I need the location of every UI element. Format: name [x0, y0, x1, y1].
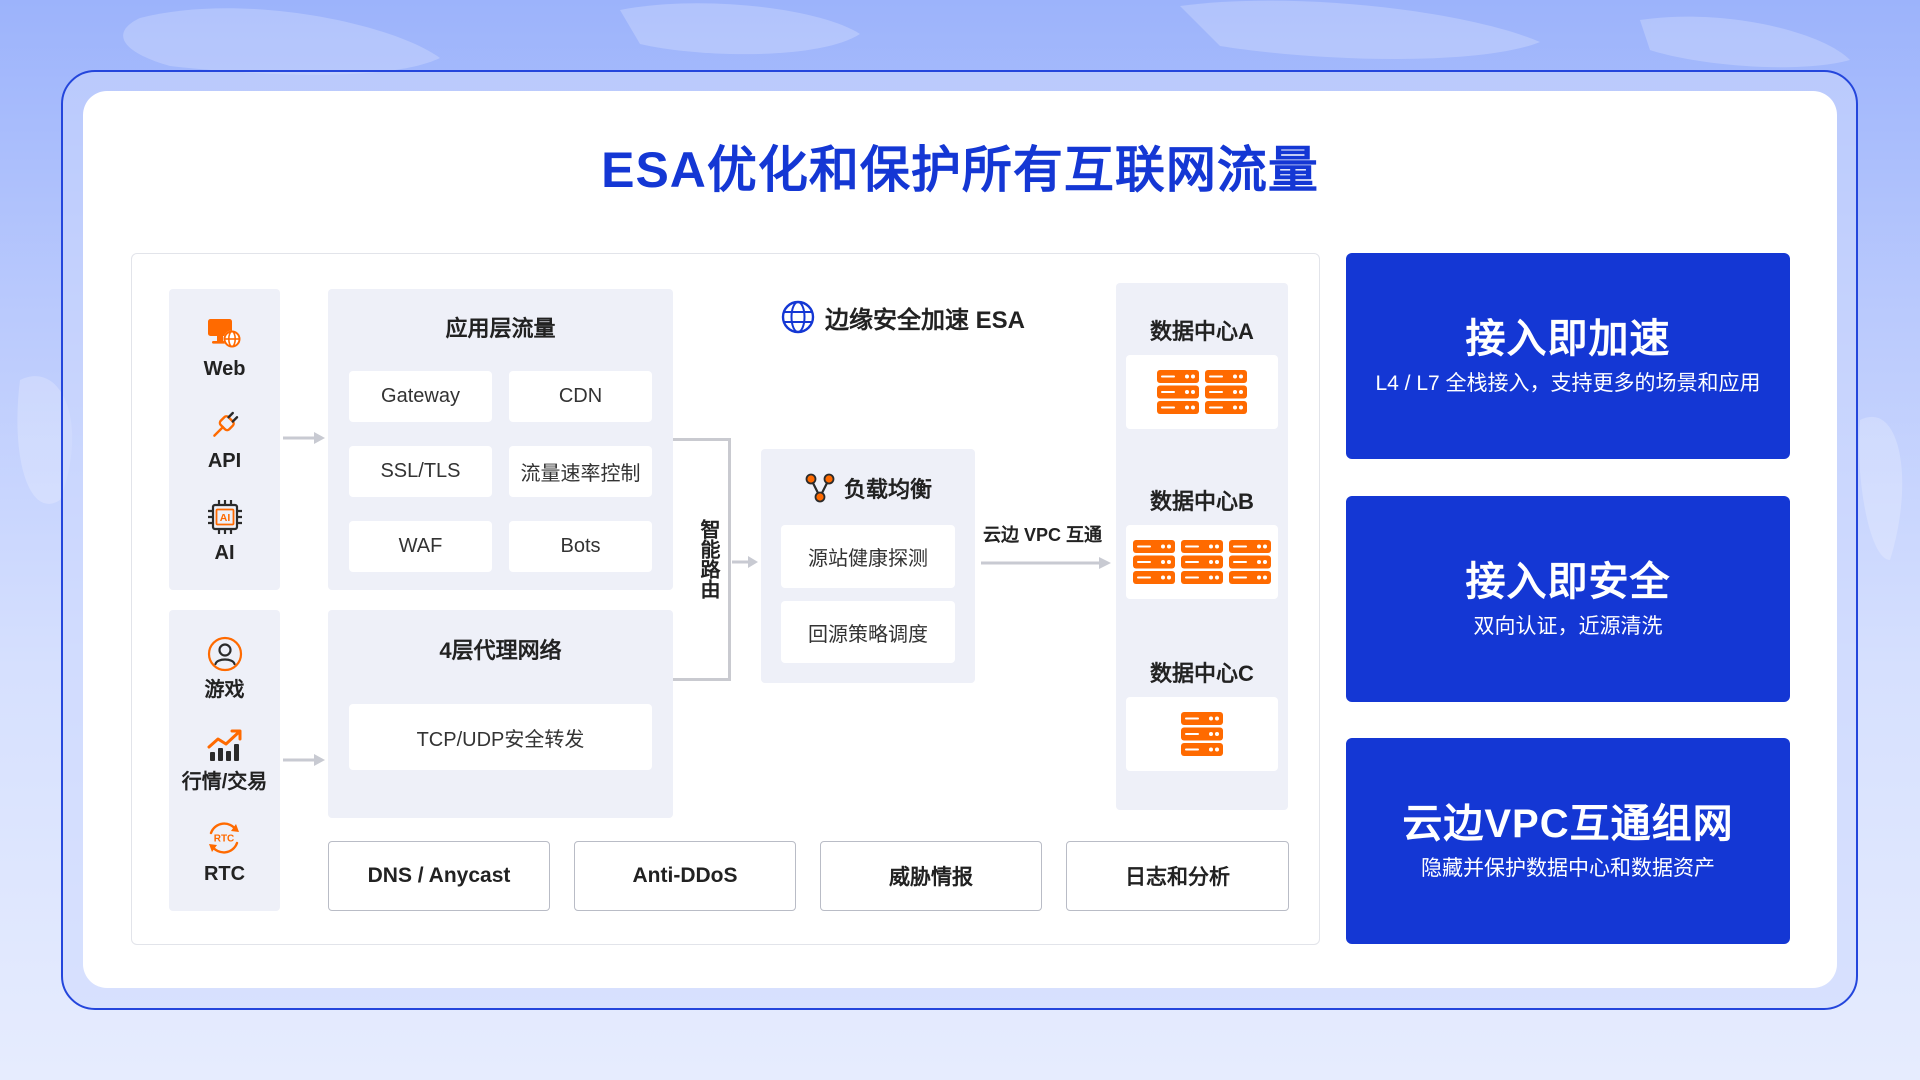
chip-health-check: 源站健康探测: [781, 525, 955, 588]
feature-subtitle: 隐藏并保护数据中心和数据资产: [1421, 857, 1715, 880]
esa-label: 边缘安全加速 ESA: [825, 306, 1026, 334]
client-web: Web: [203, 314, 246, 381]
service-dns-anycast: DNS / Anycast: [328, 841, 550, 911]
arrow-right-icon: [283, 754, 325, 766]
server-rack-icon: [1229, 540, 1271, 584]
rtc-icon-text: RTC: [214, 834, 235, 845]
smart-routing-label: 智能路由: [697, 519, 719, 599]
server-rack-icon: [1133, 540, 1175, 584]
feature-subtitle: L4 / L7 全栈接入，支持更多的场景和应用: [1375, 372, 1761, 395]
feature-card-vpc-network: 云边VPC互通组网 隐藏并保护数据中心和数据资产: [1346, 738, 1790, 944]
chip-tcp-udp-forwarding: TCP/UDP安全转发: [349, 704, 652, 770]
client-trading: 行情/交易: [181, 727, 268, 794]
page-title: ESA优化和保护所有互联网流量: [601, 142, 1319, 198]
feature-card-acceleration: 接入即加速 L4 / L7 全栈接入，支持更多的场景和应用: [1346, 253, 1790, 459]
application-layer-items: Gateway CDN SSL/TLS 流量速率控制 WAF Bots: [349, 371, 652, 572]
client-label: API: [207, 450, 242, 472]
data-center-label: 数据中心A: [1150, 319, 1254, 344]
ai-chip-icon: AI: [207, 500, 242, 534]
service-log-analytics: 日志和分析: [1066, 841, 1289, 911]
chip-cdn: CDN: [509, 371, 652, 422]
l4-proxy-title: 4层代理网络: [439, 638, 562, 663]
client-label: 游戏: [204, 679, 245, 701]
chip-origin-scheduling: 回源策略调度: [781, 601, 955, 663]
architecture-diagram: 边缘安全加速 ESA Web: [131, 253, 1320, 945]
ai-chip-text: AI: [219, 512, 230, 524]
feature-subtitle: 双向认证，近源清洗: [1473, 615, 1663, 638]
esa-header: 边缘安全加速 ESA: [779, 298, 1025, 336]
feature-title: 接入即安全: [1465, 560, 1671, 604]
vpc-link-label: 云边 VPC 互通: [983, 525, 1103, 545]
client-label: AI: [214, 542, 235, 564]
server-group: [1126, 355, 1278, 429]
server-group: [1126, 697, 1278, 771]
server-group: [1126, 525, 1278, 599]
user-circle-icon: [207, 636, 242, 672]
data-center-label: 数据中心C: [1150, 661, 1254, 686]
chip-rate-limiting: 流量速率控制: [509, 446, 652, 497]
chip-bots: Bots: [509, 521, 652, 572]
arrow-right-icon: [981, 557, 1111, 569]
arrow-right-icon: [283, 432, 325, 444]
chip-waf: WAF: [349, 521, 492, 572]
client-group-realtime: 游戏 行情/交易 RTC RTC: [169, 610, 280, 911]
chip-gateway: Gateway: [349, 371, 492, 422]
application-layer-box: 应用层流量 Gateway CDN SSL/TLS 流量速率控制 WAF Bot…: [328, 289, 673, 590]
client-gaming: 游戏: [205, 635, 245, 702]
node-graph-icon: [805, 473, 835, 503]
client-label: RTC: [203, 863, 246, 885]
client-api: API: [206, 406, 244, 473]
l4-proxy-box: 4层代理网络 TCP/UDP安全转发: [328, 610, 673, 818]
plug-icon: [212, 411, 238, 437]
client-rtc: RTC RTC: [204, 819, 245, 886]
web-globe-icon: [208, 319, 241, 348]
load-balancer-box: 负载均衡 源站健康探测 回源策略调度: [761, 449, 975, 683]
client-label: Web: [203, 358, 246, 380]
arrow-right-icon: [732, 556, 758, 568]
server-rack-icon: [1181, 540, 1223, 584]
globe-icon: [781, 300, 815, 334]
data-center-label: 数据中心B: [1150, 489, 1254, 514]
data-center-b: 数据中心B: [1126, 489, 1278, 599]
feature-title: 接入即加速: [1465, 317, 1671, 361]
application-layer-title: 应用层流量: [445, 316, 556, 341]
data-center-c: 数据中心C: [1126, 661, 1278, 771]
server-rack-icon: [1205, 370, 1247, 414]
server-rack-icon: [1181, 712, 1223, 756]
data-center-column: 数据中心A 数据中心B 数据中心C: [1116, 283, 1288, 810]
rtc-icon: RTC: [209, 822, 240, 854]
load-balancer-header: 负载均衡: [761, 470, 975, 506]
service-anti-ddos: Anti-DDoS: [574, 841, 796, 911]
feature-card-security: 接入即安全 双向认证，近源清洗: [1346, 496, 1790, 702]
client-group-application: Web API AI AI: [169, 289, 280, 590]
chip-ssl-tls: SSL/TLS: [349, 446, 492, 497]
client-label: 行情/交易: [181, 771, 268, 793]
client-ai: AI AI: [206, 498, 244, 565]
data-center-a: 数据中心A: [1126, 319, 1278, 429]
feature-title: 云边VPC互通组网: [1402, 802, 1734, 846]
server-rack-icon: [1157, 370, 1199, 414]
routing-bracket: [673, 438, 731, 681]
trend-chart-icon: [207, 729, 241, 761]
load-balancer-title: 负载均衡: [843, 477, 932, 502]
service-threat-intel: 威胁情报: [820, 841, 1042, 911]
